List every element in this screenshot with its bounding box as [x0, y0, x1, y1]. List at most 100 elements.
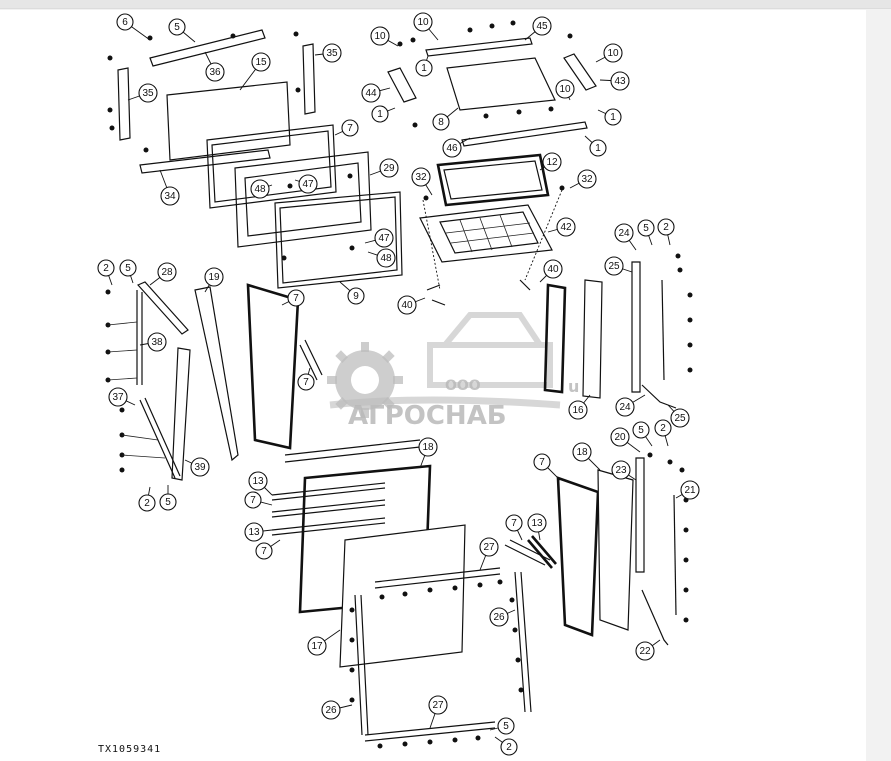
right-door-seal [556, 476, 600, 637]
callout-35: 35 [127, 83, 158, 103]
right-side-trim [302, 43, 316, 115]
browser-top-strip [0, 0, 891, 9]
lower-trim-strip [139, 149, 271, 174]
callout-bubble [572, 442, 592, 462]
callout-bubble [371, 105, 389, 123]
callout-35: 35 [314, 43, 342, 63]
callout-number: 5 [643, 223, 649, 234]
callout-23: 23 [611, 460, 637, 481]
callout-number: 5 [174, 22, 180, 33]
callout-bubble [604, 108, 622, 126]
callout-bubble [589, 139, 607, 157]
callout-number: 5 [638, 425, 644, 436]
callout-bubble [160, 186, 180, 206]
callout-number: 6 [122, 17, 128, 28]
callout-number: 42 [560, 222, 572, 233]
callout-5: 5 [159, 485, 177, 511]
callout-number: 35 [142, 88, 154, 99]
window-gasket [274, 191, 403, 289]
callout-38: 38 [139, 332, 167, 352]
callout-bubble [204, 267, 224, 287]
callout-bubble [322, 43, 342, 63]
callout-bubble [532, 16, 552, 36]
page-margin [866, 10, 891, 761]
callout-bubble [116, 13, 134, 31]
hatch-front-strip [425, 37, 533, 57]
right-door-glass [597, 469, 634, 631]
callout-number: 47 [378, 233, 390, 244]
callout-bubble [543, 259, 563, 279]
callout-bubble [610, 427, 630, 447]
right-upper-door-assembly [543, 253, 693, 409]
callout-number: 13 [252, 476, 264, 487]
callout-number: 35 [326, 48, 338, 59]
callout-12: 12 [539, 152, 562, 172]
hatch-seal [436, 153, 550, 207]
callout-number: 32 [581, 174, 593, 185]
callout-number: 2 [144, 498, 150, 509]
callout-17: 17 [307, 629, 341, 656]
callout-13: 13 [248, 471, 273, 496]
callout-number: 28 [161, 267, 173, 278]
callout-bubble [138, 83, 158, 103]
callout-number: 10 [607, 48, 619, 59]
callout-number: 20 [614, 432, 626, 443]
callout-bubble [347, 287, 365, 305]
callout-number: 12 [546, 157, 558, 168]
callout-bubble [374, 228, 394, 248]
callout-bubble [205, 62, 225, 82]
callout-number: 48 [254, 184, 266, 195]
callout-27: 27 [479, 537, 499, 571]
callout-40: 40 [397, 295, 426, 315]
callout-7: 7 [281, 289, 305, 307]
callout-number: 2 [663, 222, 669, 233]
left-upper-bracket [136, 281, 189, 335]
window-seal-inner [211, 130, 332, 203]
callout-bubble [370, 26, 390, 46]
callout-bubble [157, 262, 177, 282]
callout-number: 26 [493, 612, 505, 623]
figure-reference-code: TX1059341 [98, 744, 161, 755]
callout-1: 1 [584, 135, 607, 157]
callout-2: 2 [657, 218, 675, 246]
callout-5: 5 [637, 219, 655, 246]
callout-number: 10 [374, 31, 386, 42]
callout-number: 24 [619, 402, 631, 413]
callout-bubble [568, 400, 588, 420]
callout-bubble [413, 12, 433, 32]
callout-number: 2 [103, 263, 109, 274]
callout-number: 27 [483, 542, 495, 553]
callout-bubble [637, 219, 655, 237]
callout-48: 48 [250, 179, 273, 199]
windshield-seal-strip-3 [271, 517, 386, 536]
callout-10: 10 [595, 43, 623, 63]
callout-number: 45 [536, 21, 548, 32]
callout-13: 13 [244, 522, 273, 542]
callout-number: 43 [614, 76, 626, 87]
callout-34: 34 [159, 169, 180, 206]
callout-bubble [307, 636, 327, 656]
callout-bubble [321, 700, 341, 720]
callout-26: 26 [321, 700, 353, 720]
callout-number: 17 [311, 641, 323, 652]
callout-40: 40 [539, 259, 563, 283]
callout-48: 48 [367, 248, 396, 268]
callout-24: 24 [614, 223, 637, 251]
callout-number: 5 [165, 497, 171, 508]
callout-number: 7 [293, 293, 299, 304]
left-glass-pane [194, 286, 239, 462]
callout-number: 10 [417, 17, 429, 28]
callout-number: 27 [432, 700, 444, 711]
callout-bubble [298, 174, 318, 194]
callout-number: 29 [383, 163, 395, 174]
callout-bubble [632, 421, 650, 439]
callout-19: 19 [204, 267, 224, 293]
callout-28: 28 [149, 262, 177, 286]
callout-13: 13 [527, 513, 547, 541]
callout-22: 22 [635, 639, 661, 661]
right-door-trim [504, 539, 551, 566]
callout-bubble [415, 59, 433, 77]
callout-39: 39 [184, 457, 210, 477]
callout-number: 25 [674, 413, 686, 424]
